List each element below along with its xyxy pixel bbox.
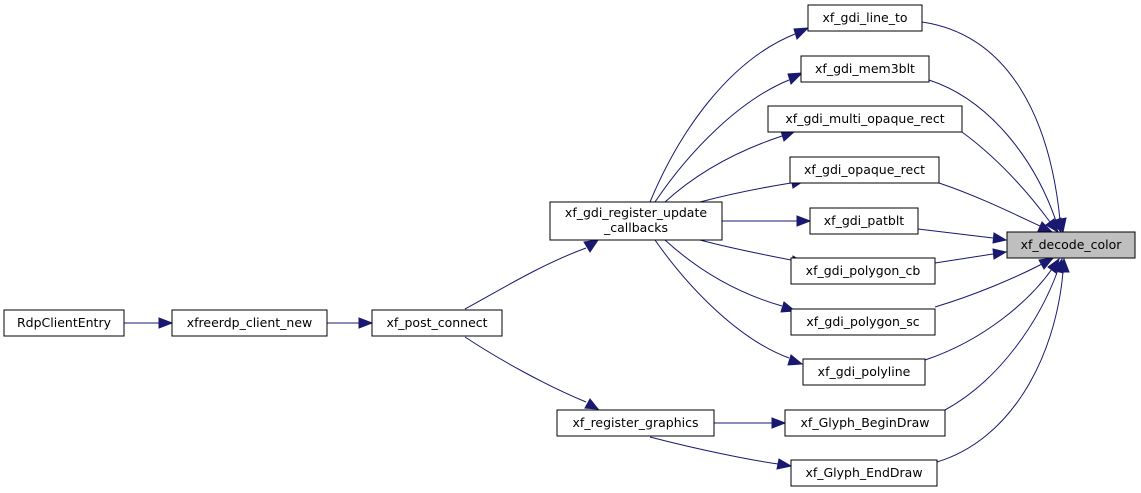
svg-text:xf_Glyph_BeginDraw: xf_Glyph_BeginDraw	[801, 415, 930, 430]
edge-register-graphics-to-glyph-end	[649, 436, 793, 470]
edge-polyline-to-decode-color	[924, 257, 1060, 361]
node-xf-gdi-patblt[interactable]: xf_gdi_patblt	[809, 207, 919, 235]
edge-clientnew-to-postconnect	[327, 317, 374, 329]
edge-patblt-to-decode-color	[917, 228, 1008, 244]
svg-text:xf_post_connect: xf_post_connect	[386, 315, 487, 330]
node-xf-gdi-polyline[interactable]: xf_gdi_polyline	[802, 358, 926, 386]
edge-postconnect-to-register-update	[464, 239, 600, 310]
svg-text:xf_Glyph_EndDraw: xf_Glyph_EndDraw	[805, 465, 922, 480]
node-xf-gdi-line-to[interactable]: xf_gdi_line_to	[807, 4, 923, 32]
svg-text:xf_gdi_line_to: xf_gdi_line_to	[823, 10, 908, 25]
svg-text:xf_gdi_mem3blt: xf_gdi_mem3blt	[815, 61, 915, 76]
edge-register-update-to-polyline	[654, 239, 804, 366]
node-xf-gdi-multi-opaque-rect[interactable]: xf_gdi_multi_opaque_rect	[767, 105, 963, 133]
node-xf-decode-color[interactable]: xf_decode_color	[1006, 231, 1136, 259]
edge-polygon-cb-to-decode-color	[934, 248, 1008, 264]
edge-register-update-to-polygon-sc	[664, 239, 797, 313]
node-xf-gdi-mem3blt[interactable]: xf_gdi_mem3blt	[800, 55, 930, 83]
svg-text:xf_gdi_polygon_cb: xf_gdi_polygon_cb	[806, 263, 921, 278]
edge-opaque-rect-to-decode-color	[938, 182, 1054, 233]
svg-text:RdpClientEntry: RdpClientEntry	[17, 315, 112, 330]
edge-glyph-end-to-decode-color	[936, 257, 1070, 463]
svg-text:xf_register_graphics: xf_register_graphics	[573, 415, 699, 430]
node-rdp-client-entry[interactable]: RdpClientEntry	[3, 309, 125, 337]
svg-text:xfreerdp_client_new: xfreerdp_client_new	[187, 315, 313, 330]
svg-text:_callbacks: _callbacks	[603, 220, 668, 235]
svg-text:xf_decode_color: xf_decode_color	[1021, 237, 1123, 252]
edge-rdpclient-to-clientnew	[124, 317, 174, 329]
node-xf-gdi-register-update-callbacks[interactable]: xf_gdi_register_update _callbacks	[549, 201, 723, 241]
edge-register-update-to-mem3blt	[654, 72, 804, 203]
node-xf-register-graphics[interactable]: xf_register_graphics	[556, 409, 715, 437]
svg-text:xf_gdi_patblt: xf_gdi_patblt	[824, 213, 905, 228]
svg-text:xf_gdi_polygon_sc: xf_gdi_polygon_sc	[806, 314, 919, 329]
edge-polygon-sc-to-decode-color	[934, 257, 1055, 308]
svg-text:xf_gdi_polyline: xf_gdi_polyline	[818, 364, 911, 379]
node-xf-glyph-enddraw[interactable]: xf_Glyph_EndDraw	[790, 459, 938, 487]
edge-register-update-to-polygon-cb	[699, 239, 807, 267]
node-xf-glyph-begindraw[interactable]: xf_Glyph_BeginDraw	[784, 409, 946, 437]
node-xf-gdi-polygon-cb[interactable]: xf_gdi_polygon_cb	[790, 257, 936, 285]
node-xf-gdi-polygon-sc[interactable]: xf_gdi_polygon_sc	[790, 308, 936, 336]
node-xf-post-connect[interactable]: xf_post_connect	[371, 309, 503, 337]
svg-text:xf_gdi_multi_opaque_rect: xf_gdi_multi_opaque_rect	[785, 111, 944, 126]
edge-register-update-to-opaque-rect	[699, 177, 807, 203]
edge-register-update-to-multi-opaque	[664, 130, 797, 203]
edge-register-graphics-to-glyph-begin	[714, 417, 787, 429]
edge-register-update-to-line-to	[649, 27, 810, 203]
edge-postconnect-to-register-graphics	[464, 336, 600, 410]
node-xfreerdp-client-new[interactable]: xfreerdp_client_new	[171, 309, 328, 337]
node-xf-gdi-opaque-rect[interactable]: xf_gdi_opaque_rect	[789, 156, 940, 184]
svg-text:xf_gdi_opaque_rect: xf_gdi_opaque_rect	[804, 162, 925, 177]
svg-text:xf_gdi_register_update: xf_gdi_register_update	[565, 205, 707, 220]
edge-mem3blt-to-decode-color	[928, 79, 1062, 234]
edge-multi-opaque-to-decode-color	[961, 131, 1059, 234]
edge-register-update-to-patblt	[722, 215, 812, 227]
